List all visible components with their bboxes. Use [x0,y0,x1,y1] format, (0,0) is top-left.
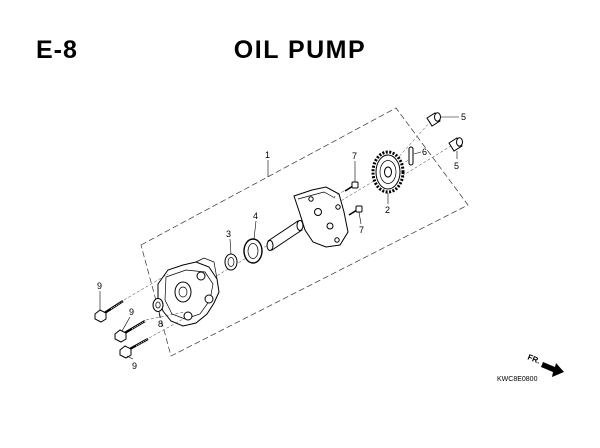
leader-4 [253,220,257,240]
cover-plate-hole-4 [326,222,334,230]
dowel-pin-upper-end [434,112,441,122]
bolt-2-axis [145,311,186,321]
pump-drive-gear[interactable] [371,150,405,194]
cover-plate-hole-1 [308,196,314,202]
cover-plate-outline [293,186,349,248]
flange-bolt-1-head [94,309,107,323]
callout-5b: 5 [454,161,459,171]
seal-ring-outer [243,238,263,264]
cover-plate-hole-3 [335,204,341,210]
cover-plate-hole-5 [334,237,340,243]
seal-ring-inner [247,243,259,259]
cover-plate-hole-2 [314,208,322,216]
collar-nut-outer [152,298,164,312]
dowel-pin-lower-end [456,137,463,147]
gear-web [379,160,397,184]
flange-bolt-3-head [119,345,132,359]
pin-axis-upper [395,121,431,161]
front-marker-label: FR. [526,353,541,366]
pump-body-flange [164,269,214,320]
callout-7a: 7 [352,151,357,161]
pump-shaft[interactable] [266,220,304,251]
page-title: OIL PUMP [233,36,367,64]
cover-plate-edge [297,191,336,200]
collar-nut[interactable] [152,298,164,312]
washer[interactable] [224,253,238,271]
pump-body-hole-top [196,271,206,281]
flange-bolt-3-thread [135,338,149,347]
callout-9c: 9 [132,361,137,371]
callout-8: 8 [158,319,163,329]
dowel-pin-upper[interactable] [426,112,441,127]
callout-7b: 7 [359,225,364,235]
seal-ring[interactable] [243,238,263,264]
callout-5a: 5 [461,112,466,122]
callout-9b: 9 [129,307,134,317]
diagram-code: KWC8E0800 [497,376,538,383]
drive-pin[interactable] [408,146,414,166]
pin-axis-lower [401,145,452,177]
small-bolt-lower-head [355,205,363,213]
pump-shaft-base [266,240,274,251]
callout-1: 1 [265,150,270,160]
pump-body-hole-bottom [183,311,193,321]
callout-3: 3 [226,229,231,239]
pump-body-bore [174,281,192,303]
washer-inner [227,257,235,267]
callout-4: 4 [253,211,258,221]
front-direction-marker: FR. [526,353,564,377]
pump-shaft-end [296,220,304,231]
small-bolt-upper-head [351,181,359,189]
pump-cover-plate[interactable] [293,186,349,248]
section-code: E-8 [36,36,78,64]
leader-8 [158,311,161,319]
collar-nut-inner [155,301,161,309]
leader-6 [413,151,422,155]
front-arrow-icon [541,362,564,377]
flange-bolt-2-head [114,329,127,343]
washer-outer [224,253,238,271]
flange-bolt-2-thread [131,320,146,330]
small-bolt-lower[interactable] [348,205,363,216]
bolt-7-axis [333,190,345,198]
flange-bolt-2[interactable] [114,319,146,343]
flange-bolt-1[interactable] [94,299,124,323]
callout-6: 6 [422,147,427,157]
assembly-outline [140,107,469,357]
callout-9a: 9 [97,281,102,291]
bolt-1-axis [123,273,169,301]
drive-pin-body [408,146,414,166]
leader-7b [358,211,362,225]
flange-bolt-3[interactable] [119,337,149,359]
pump-body[interactable] [157,257,220,327]
gear-hub [384,166,392,178]
dowel-pin-lower[interactable] [448,137,463,152]
small-bolt-upper[interactable] [344,181,359,192]
callout-2: 2 [385,205,390,215]
bolt-3-axis [148,317,186,339]
pump-body-bore-inner [178,286,188,298]
pump-body-rib [195,257,218,280]
pump-body-hole-right [204,294,214,304]
leader-3 [229,238,232,255]
leader-9b [121,316,131,332]
flange-bolt-1-thread [110,300,124,310]
leader-9c [126,355,134,360]
